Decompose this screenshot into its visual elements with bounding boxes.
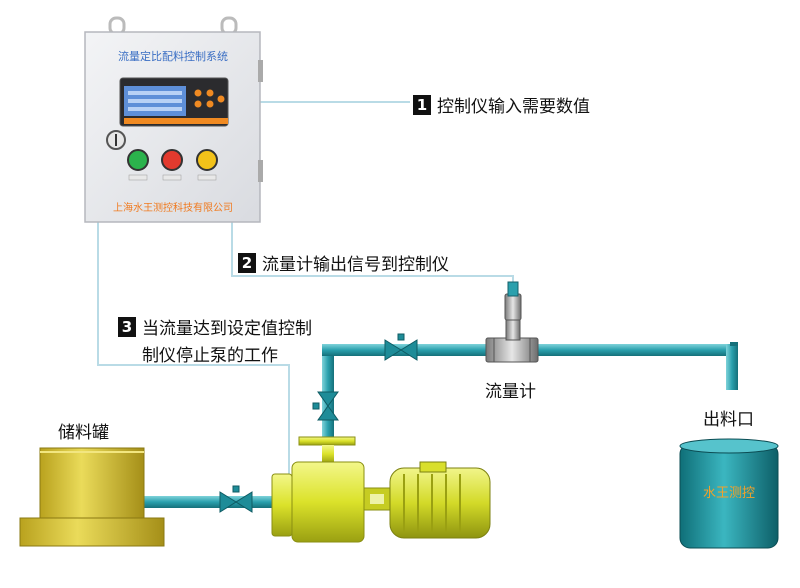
step-3: 3 当流量达到设定值控制: [118, 314, 312, 339]
tank-pipe: [140, 496, 280, 508]
yellow-button-icon: [196, 149, 218, 181]
valve-icon: [384, 333, 418, 361]
step-3-number: 3: [118, 316, 136, 337]
storage-tank-icon: [19, 447, 165, 547]
step-2-text: 流量计输出信号到控制仪: [262, 255, 449, 275]
signal-line-3: [97, 222, 290, 476]
step-2: 2 流量计输出信号到控制仪: [238, 250, 449, 275]
valve-icon: [312, 391, 339, 421]
signal-lines: [97, 101, 514, 476]
step-3-text-line2: 制仪停止泵的工作: [142, 346, 278, 366]
outlet-bucket-icon: [679, 438, 779, 549]
tank-label: 储料罐: [58, 423, 109, 443]
valve-icon: [219, 485, 253, 513]
step-1-number: 1: [413, 94, 431, 115]
step-3-continued: 制仪停止泵的工作: [142, 341, 278, 366]
step-3-text-line1: 当流量达到设定值控制: [142, 319, 312, 339]
panel-company: 上海水王测控科技有限公司: [113, 203, 233, 214]
red-button-icon: [161, 149, 183, 181]
panel-title: 流量定比配料控制系统: [118, 50, 228, 63]
outlet-label: 出料口: [703, 410, 754, 430]
signal-line-2: [231, 218, 514, 282]
cabinet-body: [84, 31, 261, 223]
green-button-icon: [127, 149, 149, 181]
step-1: 1 控制仪输入需要数值: [413, 92, 590, 117]
outlet-pipe: [726, 344, 738, 390]
pump-icon: [271, 436, 391, 543]
step-2-number: 2: [238, 252, 256, 273]
bucket-label: 水王测控: [702, 486, 755, 501]
motor-icon: [389, 461, 491, 539]
flowmeter-icon: [485, 281, 539, 363]
control-cabinet: [84, 16, 263, 223]
flowmeter-label: 流量计: [485, 382, 536, 402]
step-1-text: 控制仪输入需要数值: [437, 97, 590, 117]
